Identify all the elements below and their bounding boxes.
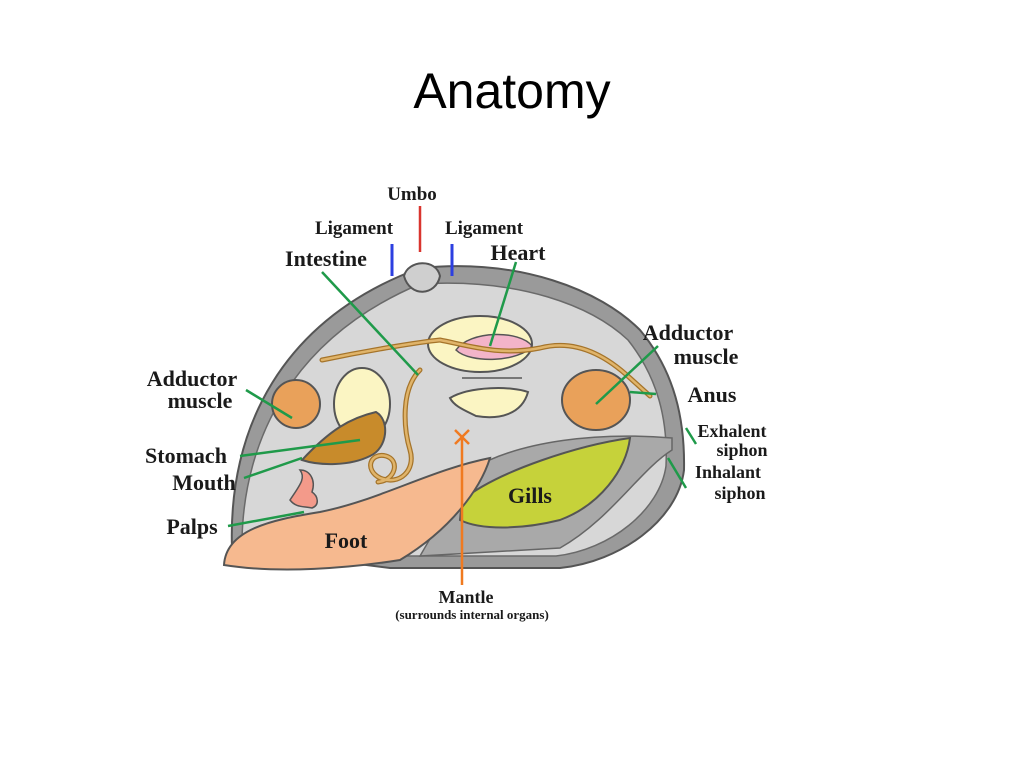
ligament-left-label: Ligament bbox=[315, 218, 394, 239]
adductor-right-label-2: muscle bbox=[674, 344, 739, 369]
gills-label: Gills bbox=[508, 483, 552, 508]
heart-label: Heart bbox=[491, 240, 547, 265]
exhalent-label-2: siphon bbox=[716, 440, 767, 460]
adductor-muscle-posterior bbox=[561, 369, 631, 431]
mantle-marker bbox=[454, 429, 470, 585]
adductor-left-label-2: muscle bbox=[168, 388, 233, 413]
mantle-label: Mantle bbox=[439, 587, 494, 607]
inhalant-label-1: Inhalant bbox=[695, 462, 761, 482]
adductor-right-label-1: Adductor bbox=[643, 320, 734, 345]
slide-title: Anatomy bbox=[413, 63, 611, 119]
mouth-label: Mouth bbox=[172, 470, 236, 495]
stomach bbox=[300, 410, 386, 466]
leader-lines bbox=[227, 261, 698, 528]
foot bbox=[222, 456, 492, 571]
intestine-label: Intestine bbox=[285, 246, 367, 271]
anus-label: Anus bbox=[688, 382, 737, 407]
palps-label: Palps bbox=[166, 514, 218, 539]
palps bbox=[289, 469, 318, 509]
ligament-right-label: Ligament bbox=[445, 218, 524, 239]
gills bbox=[458, 436, 632, 529]
kidney bbox=[448, 387, 530, 419]
stomach-label: Stomach bbox=[145, 443, 227, 468]
mantle-note-label: (surrounds internal organs) bbox=[395, 607, 549, 622]
umbo-hinge bbox=[402, 262, 442, 293]
adductor-muscle-anterior bbox=[271, 379, 321, 429]
adductor-left-label-1: Adductor bbox=[147, 366, 238, 391]
foot-label: Foot bbox=[325, 528, 368, 553]
inhalant-label-2: siphon bbox=[714, 483, 765, 503]
umbo-label: Umbo bbox=[387, 184, 437, 205]
exhalent-label-1: Exhalent bbox=[697, 421, 766, 441]
